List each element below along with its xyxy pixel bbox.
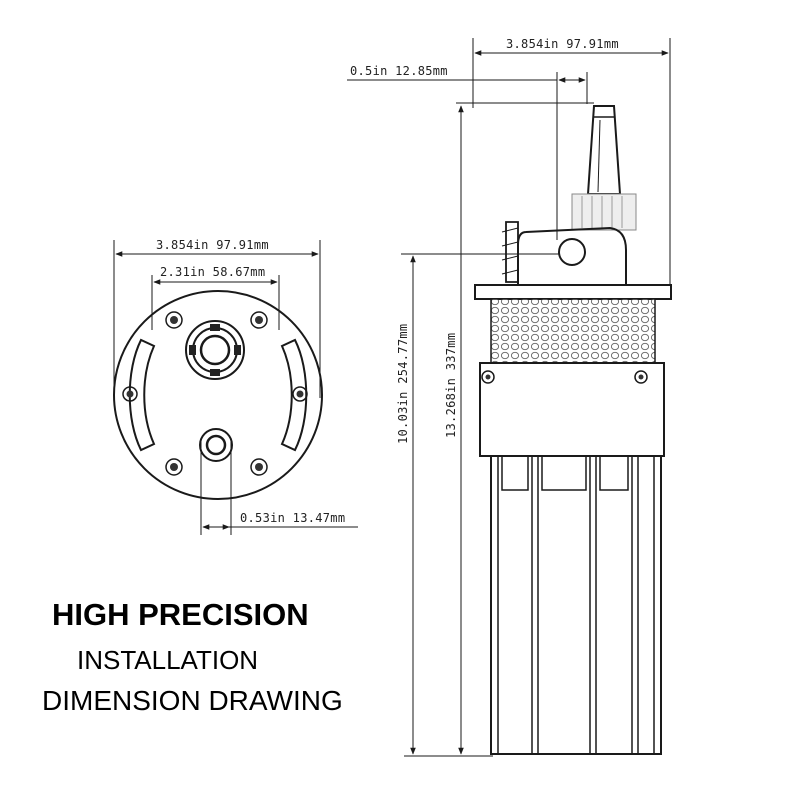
motor-casing xyxy=(490,455,662,755)
top-width-dimension: 3.854in 97.91mm xyxy=(506,37,619,51)
left-slot xyxy=(128,338,156,452)
caption-subtitle: INSTALLATION xyxy=(77,645,259,675)
screw-icon xyxy=(481,370,648,384)
caption-title: HIGH PRECISION xyxy=(52,597,309,632)
base-width-dimension: 3.854in 97.91mm xyxy=(156,238,269,252)
outlet-port-icon xyxy=(185,320,245,380)
body-height-dimension: 10.03in 254.77mm xyxy=(396,324,410,444)
outlet-hole-icon xyxy=(558,238,586,266)
bottom-view: 3.854in 97.91mm 2.31in 58.67mm 0.53in 13… xyxy=(113,238,358,535)
screw-icon xyxy=(122,311,308,476)
bolt-spacing-dimension: 2.31in 58.67mm xyxy=(160,265,265,279)
right-slot xyxy=(280,338,308,452)
total-height-dimension: 13.268in 337mm xyxy=(444,333,458,438)
outlet-offset-dimension: 0.5in 12.85mm xyxy=(350,64,448,78)
outlet-nozzle xyxy=(586,105,622,195)
caption-subtitle-2: DIMENSION DRAWING xyxy=(42,685,343,716)
filter-screen xyxy=(490,298,656,364)
inlet-port-icon xyxy=(199,428,233,462)
barb-fitting xyxy=(501,221,519,283)
side-view: 3.854in 97.91mm 0.5in 12.85mm 13.268in 3… xyxy=(347,37,672,757)
inlet-offset-dimension: 0.53in 13.47mm xyxy=(240,511,345,525)
threaded-fitting xyxy=(571,193,637,231)
